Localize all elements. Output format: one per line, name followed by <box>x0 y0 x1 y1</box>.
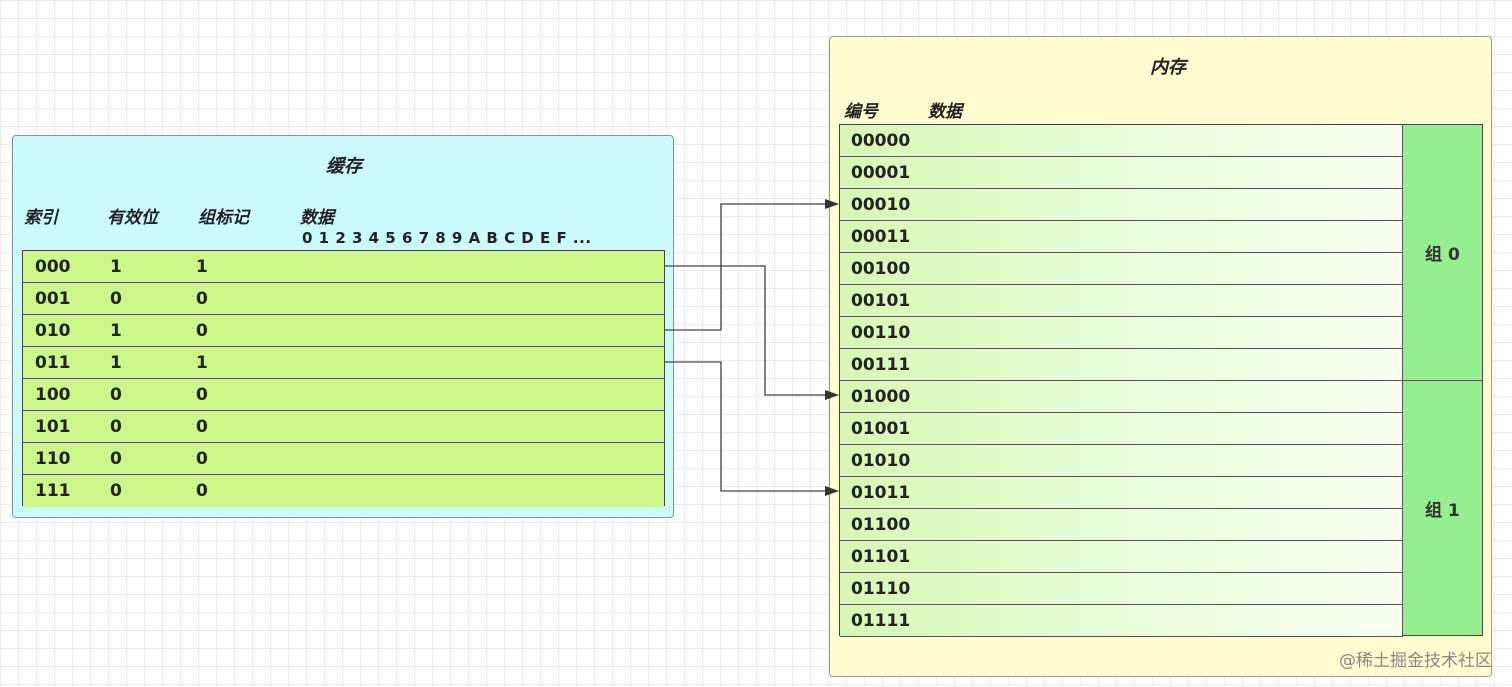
cache-header-valid: 有效位 <box>107 208 158 228</box>
memory-address: 01111 <box>851 611 911 631</box>
cache-row: 100 0 0 <box>23 379 664 411</box>
cache-tag: 1 <box>196 353 208 373</box>
memory-address: 01011 <box>851 483 911 503</box>
memory-title: 内存 <box>1150 57 1186 78</box>
cache-tag: 0 <box>196 449 208 469</box>
memory-address: 01001 <box>851 419 911 439</box>
cache-data-columns: 0 1 2 3 4 5 6 7 8 9 A B C D E F ... <box>302 229 592 247</box>
memory-row: 00001 <box>840 157 1403 189</box>
memory-row: 00011 <box>840 221 1403 253</box>
memory-group-1: 组 1 <box>1403 380 1482 635</box>
cache-row: 110 0 0 <box>23 443 664 475</box>
memory-table: 00000 00001 00010 00011 00100 00101 0011… <box>839 124 1483 637</box>
cache-tag: 0 <box>196 417 208 437</box>
source-credit: @稀土掘金技术社区 <box>1339 651 1492 671</box>
memory-row: 01101 <box>840 541 1403 573</box>
cache-tag: 0 <box>196 321 208 341</box>
memory-address: 00000 <box>851 131 911 151</box>
cache-tag: 0 <box>196 385 208 405</box>
cache-index: 010 <box>35 321 71 341</box>
memory-address: 01100 <box>851 515 911 535</box>
cache-valid: 1 <box>110 321 122 341</box>
memory-row: 00000 <box>840 125 1403 157</box>
memory-row: 01000 <box>840 381 1403 413</box>
memory-group-label: 组 1 <box>1425 500 1460 521</box>
cache-tag: 0 <box>196 289 208 309</box>
cache-valid: 1 <box>110 257 122 277</box>
cache-header-data: 数据 <box>300 208 334 228</box>
cache-index: 001 <box>35 289 71 309</box>
cache-row: 001 0 0 <box>23 283 664 315</box>
cache-row: 011 1 1 <box>23 347 664 379</box>
cache-index: 110 <box>35 449 71 469</box>
memory-group-label: 组 0 <box>1425 245 1460 265</box>
cache-index: 101 <box>35 417 71 437</box>
memory-address: 00100 <box>851 259 911 279</box>
memory-address: 00010 <box>851 195 911 215</box>
memory-row: 00010 <box>840 189 1403 221</box>
arrow-000-to-01000 <box>665 265 839 400</box>
memory-row: 01011 <box>840 477 1403 509</box>
memory-address: 00011 <box>851 227 911 247</box>
cache-index: 000 <box>35 257 71 277</box>
memory-row: 00101 <box>840 285 1403 317</box>
cache-valid: 0 <box>110 417 122 437</box>
memory-row: 00110 <box>840 317 1403 349</box>
cache-row: 111 0 0 <box>23 475 664 507</box>
cache-row: 000 1 1 <box>23 251 664 283</box>
memory-header-data: 数据 <box>928 102 962 122</box>
memory-address: 01101 <box>851 547 911 567</box>
memory-row: 00100 <box>840 253 1403 285</box>
memory-address: 01010 <box>851 451 911 471</box>
memory-row: 01111 <box>840 605 1403 637</box>
memory-row: 01010 <box>840 445 1403 477</box>
memory-row: 01100 <box>840 509 1403 541</box>
cache-header-index: 索引 <box>24 208 58 228</box>
cache-valid: 0 <box>110 289 122 309</box>
arrow-011-to-01011 <box>665 361 839 496</box>
memory-address: 00111 <box>851 355 911 375</box>
memory-address: 00101 <box>851 291 911 311</box>
arrow-010-to-00010 <box>665 199 839 331</box>
cache-title: 缓存 <box>326 156 362 177</box>
cache-valid: 0 <box>110 481 122 501</box>
cache-tag: 0 <box>196 481 208 501</box>
memory-address: 00110 <box>851 323 911 343</box>
cache-header-group-tag: 组标记 <box>198 208 249 228</box>
memory-row: 01001 <box>840 413 1403 445</box>
cache-valid: 0 <box>110 449 122 469</box>
memory-group-0: 组 0 <box>1403 125 1482 380</box>
memory-header-number: 编号 <box>844 102 878 122</box>
memory-address: 00001 <box>851 163 911 183</box>
memory-address: 01000 <box>851 387 911 407</box>
cache-valid: 0 <box>110 385 122 405</box>
memory-address: 01110 <box>851 579 911 599</box>
cache-valid: 1 <box>110 353 122 373</box>
cache-row: 010 1 0 <box>23 315 664 347</box>
cache-index: 111 <box>35 481 71 501</box>
memory-row: 00111 <box>840 349 1403 381</box>
cache-row: 101 0 0 <box>23 411 664 443</box>
cache-table: 000 1 1 001 0 0 010 1 0 011 1 1 100 0 0 … <box>22 250 665 507</box>
cache-index: 100 <box>35 385 71 405</box>
cache-index: 011 <box>35 353 71 373</box>
cache-tag: 1 <box>196 257 208 277</box>
memory-row: 01110 <box>840 573 1403 605</box>
